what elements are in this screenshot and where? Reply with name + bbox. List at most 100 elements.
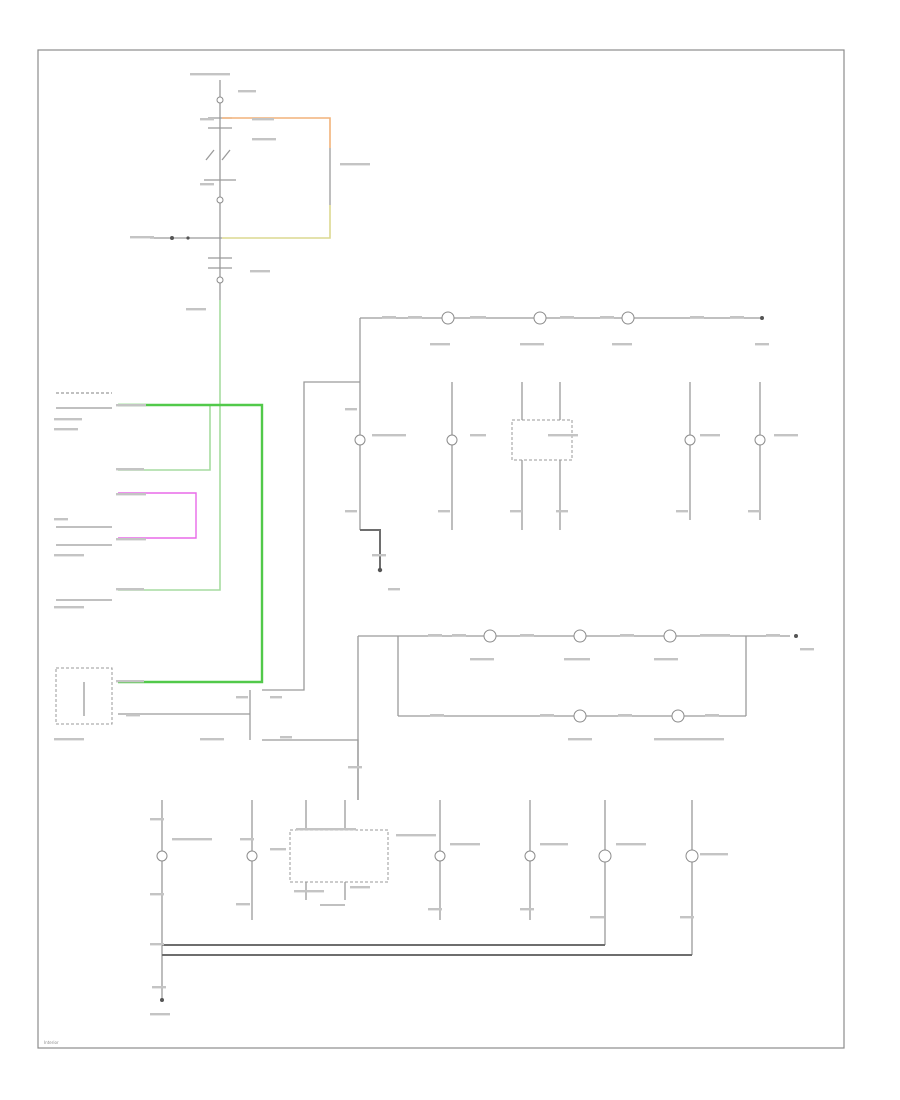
illegible-label-mark	[700, 434, 720, 437]
illegible-label-mark	[340, 163, 370, 166]
illegible-label-mark	[430, 714, 444, 717]
illegible-label-mark	[236, 696, 248, 699]
illegible-label-mark	[654, 738, 724, 741]
wire-labels	[54, 73, 814, 1016]
illegible-label-mark	[382, 316, 396, 319]
illegible-label-mark	[348, 766, 362, 769]
illegible-label-mark	[428, 634, 442, 637]
illegible-label-mark	[116, 588, 144, 591]
corner-label: Interior	[44, 1040, 59, 1045]
illegible-label-mark	[748, 510, 760, 513]
illegible-label-mark	[270, 848, 286, 851]
illegible-label-mark	[590, 916, 604, 919]
lower-bus	[156, 800, 699, 1002]
illegible-label-mark	[408, 316, 422, 319]
illegible-label-mark	[116, 538, 146, 541]
illegible-label-mark	[236, 903, 250, 906]
illegible-label-mark	[766, 634, 780, 637]
illegible-label-mark	[54, 428, 78, 431]
light-green-wire	[118, 300, 221, 591]
illegible-label-mark	[345, 408, 357, 411]
illegible-label-mark	[200, 118, 214, 121]
illegible-label-mark	[616, 843, 646, 846]
illegible-label-mark	[116, 468, 144, 471]
illegible-label-mark	[540, 843, 568, 846]
illegible-label-mark	[430, 343, 450, 346]
illegible-label-mark	[520, 343, 544, 346]
left-connectors	[55, 392, 250, 725]
illegible-label-mark	[438, 510, 450, 513]
illegible-label-mark	[396, 834, 436, 837]
illegible-label-mark	[755, 343, 769, 346]
illegible-label-mark	[116, 404, 146, 407]
illegible-label-mark	[388, 588, 400, 591]
illegible-label-mark	[612, 343, 632, 346]
illegible-label-mark	[372, 434, 406, 437]
illegible-label-mark	[54, 418, 82, 421]
illegible-label-mark	[510, 510, 522, 513]
illegible-label-mark	[240, 838, 254, 841]
illegible-label-mark	[450, 843, 480, 846]
illegible-label-mark	[186, 308, 206, 311]
diagram-frame	[37, 49, 845, 1049]
illegible-label-mark	[690, 316, 704, 319]
illegible-label-mark	[470, 316, 486, 319]
illegible-label-mark	[705, 714, 719, 717]
illegible-label-mark	[150, 943, 164, 946]
illegible-label-mark	[130, 236, 154, 239]
illegible-label-mark	[428, 908, 442, 911]
light-green-wire-2	[118, 405, 211, 471]
yellow-wire	[222, 205, 331, 239]
fuse-block-top	[204, 80, 236, 300]
illegible-label-mark	[54, 738, 84, 741]
illegible-label-mark	[470, 434, 486, 437]
illegible-label-mark	[774, 434, 798, 437]
illegible-label-mark	[270, 696, 282, 699]
illegible-label-mark	[116, 680, 144, 683]
illegible-label-mark	[618, 714, 632, 717]
illegible-label-mark	[560, 316, 574, 319]
illegible-label-mark	[730, 316, 744, 319]
illegible-label-mark	[564, 658, 590, 661]
illegible-label-mark	[600, 316, 614, 319]
illegible-label-mark	[116, 493, 146, 496]
illegible-label-mark	[252, 118, 274, 121]
illegible-label-mark	[200, 183, 214, 186]
illegible-label-mark	[294, 890, 324, 893]
illegible-label-mark	[190, 73, 230, 76]
illegible-label-mark	[126, 714, 140, 717]
illegible-label-mark	[556, 510, 568, 513]
illegible-label-mark	[238, 90, 256, 93]
illegible-label-mark	[200, 738, 224, 741]
magenta-wire	[118, 492, 197, 539]
illegible-label-mark	[345, 510, 357, 513]
illegible-label-mark	[470, 658, 494, 661]
illegible-label-mark	[152, 986, 166, 989]
illegible-label-mark	[150, 818, 164, 821]
illegible-label-mark	[800, 648, 814, 651]
illegible-label-mark	[296, 828, 356, 831]
illegible-label-mark	[520, 908, 534, 911]
illegible-label-mark	[452, 634, 466, 637]
illegible-label-mark	[620, 634, 634, 637]
illegible-label-mark	[150, 1013, 170, 1016]
illegible-label-mark	[520, 634, 534, 637]
illegible-label-mark	[250, 270, 270, 273]
illegible-label-mark	[54, 554, 84, 557]
illegible-label-mark	[54, 606, 84, 609]
illegible-label-mark	[700, 853, 728, 856]
bright-green-wire	[118, 403, 264, 684]
illegible-label-mark	[54, 518, 68, 521]
illegible-label-mark	[654, 658, 678, 661]
illegible-label-mark	[280, 736, 292, 739]
illegible-label-mark	[540, 714, 554, 717]
illegible-label-mark	[700, 634, 730, 637]
illegible-label-mark	[372, 554, 386, 557]
illegible-label-mark	[252, 138, 276, 141]
illegible-label-mark	[680, 916, 694, 919]
illegible-label-mark	[676, 510, 688, 513]
illegible-label-mark	[172, 838, 212, 841]
illegible-label-mark	[150, 893, 164, 896]
